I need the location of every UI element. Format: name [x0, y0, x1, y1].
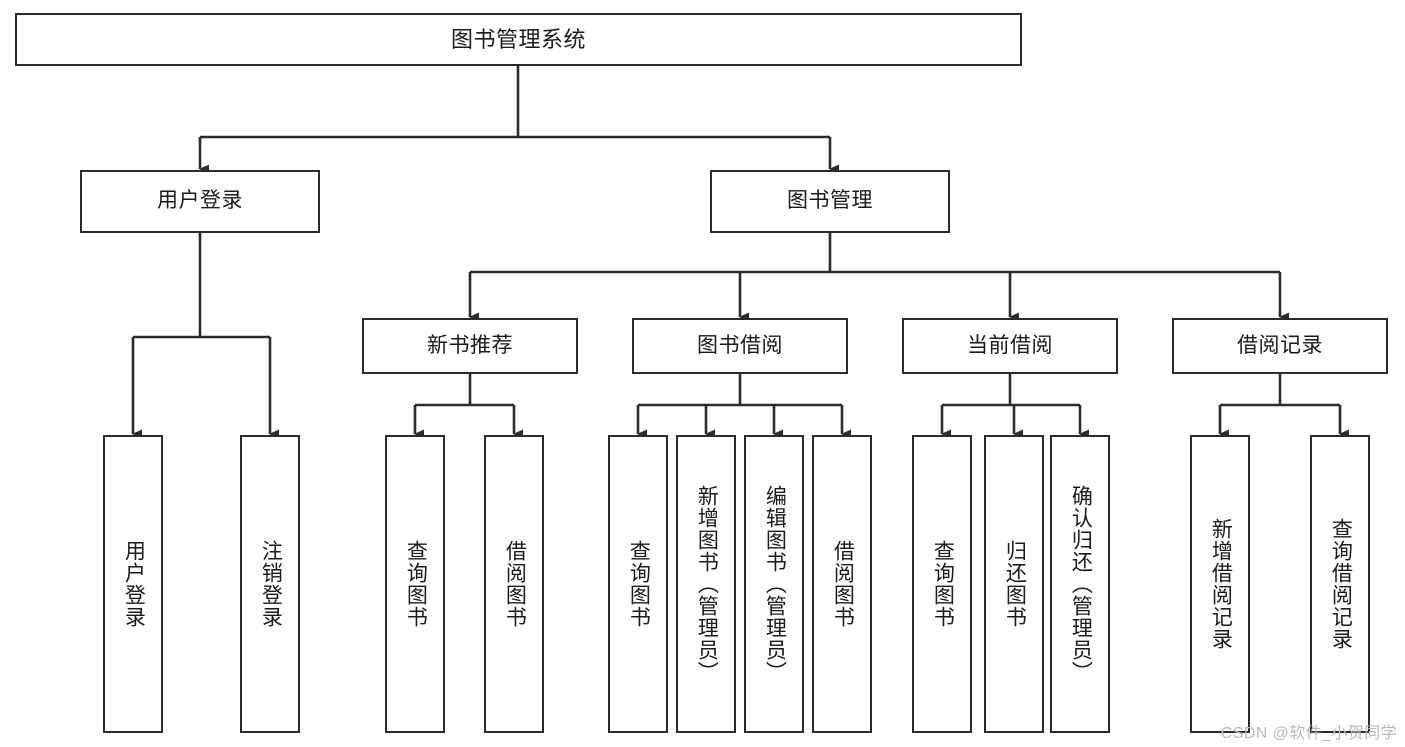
- node-leaf-add-record-label: 新增借阅记录: [1209, 518, 1233, 650]
- node-leaf-query-book-2[interactable]: 查询图书: [608, 435, 668, 733]
- node-leaf-logout-label: 注销登录: [259, 540, 283, 628]
- node-borrow-record[interactable]: 借阅记录: [1172, 318, 1388, 374]
- node-leaf-add-book-label: 新增图书（管理员）: [695, 485, 719, 683]
- node-new-book-recommend-label: 新书推荐: [427, 333, 513, 357]
- node-leaf-return-book[interactable]: 归还图书: [984, 435, 1044, 733]
- node-leaf-borrow-book-2[interactable]: 借阅图书: [812, 435, 872, 733]
- node-user-login[interactable]: 用户登录: [80, 170, 320, 233]
- node-leaf-query-record[interactable]: 查询借阅记录: [1310, 435, 1370, 733]
- node-user-login-label: 用户登录: [157, 189, 243, 213]
- node-leaf-query-book-3-label: 查询图书: [931, 540, 955, 628]
- node-new-book-recommend[interactable]: 新书推荐: [362, 318, 578, 374]
- edges-group: [131, 66, 1349, 439]
- node-book-borrow-label: 图书借阅: [697, 333, 783, 357]
- node-leaf-return-book-label: 归还图书: [1003, 540, 1027, 628]
- node-leaf-query-record-label: 查询借阅记录: [1329, 518, 1353, 650]
- node-leaf-edit-book[interactable]: 编辑图书（管理员）: [744, 435, 804, 733]
- node-borrow-record-label: 借阅记录: [1237, 333, 1323, 357]
- node-leaf-confirm-return-label: 确认归还（管理员）: [1069, 485, 1093, 683]
- node-book-manage-label: 图书管理: [787, 189, 873, 213]
- node-leaf-user-login-label: 用户登录: [122, 540, 146, 628]
- node-leaf-borrow-book-1-label: 借阅图书: [503, 540, 527, 628]
- node-book-borrow[interactable]: 图书借阅: [632, 318, 848, 374]
- node-leaf-confirm-return[interactable]: 确认归还（管理员）: [1050, 435, 1110, 733]
- node-leaf-borrow-book-1[interactable]: 借阅图书: [484, 435, 544, 733]
- node-leaf-query-book-1-label: 查询图书: [404, 540, 428, 628]
- node-leaf-query-book-3[interactable]: 查询图书: [912, 435, 972, 733]
- node-leaf-add-record[interactable]: 新增借阅记录: [1190, 435, 1250, 733]
- node-leaf-logout[interactable]: 注销登录: [240, 435, 300, 733]
- node-root-system[interactable]: 图书管理系统: [15, 13, 1022, 66]
- node-leaf-user-login[interactable]: 用户登录: [103, 435, 163, 733]
- node-current-borrow[interactable]: 当前借阅: [902, 318, 1118, 374]
- node-leaf-borrow-book-2-label: 借阅图书: [831, 540, 855, 628]
- node-leaf-add-book[interactable]: 新增图书（管理员）: [676, 435, 736, 733]
- node-current-borrow-label: 当前借阅: [967, 333, 1053, 357]
- csdn-watermark: CSDN @软件_小贺同学: [1220, 725, 1397, 742]
- node-root-system-label: 图书管理系统: [450, 26, 586, 52]
- node-book-manage[interactable]: 图书管理: [710, 170, 950, 233]
- node-leaf-query-book-2-label: 查询图书: [627, 540, 651, 628]
- node-leaf-query-book-1[interactable]: 查询图书: [385, 435, 445, 733]
- node-leaf-edit-book-label: 编辑图书（管理员）: [763, 485, 787, 683]
